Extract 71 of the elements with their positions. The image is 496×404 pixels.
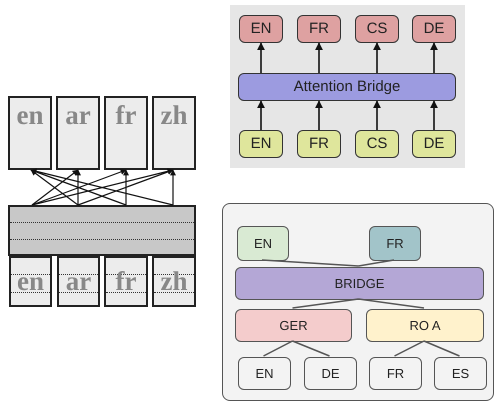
node-label: RO A [409, 316, 441, 335]
node-label: DE [424, 134, 444, 154]
node-label: zh [160, 268, 188, 295]
connector-line [262, 259, 359, 267]
language-box [56, 96, 100, 170]
node-label: EN [250, 18, 272, 39]
node-label: ar [65, 102, 91, 129]
language-box [369, 226, 421, 261]
arrow [430, 100, 438, 130]
bridge-box [238, 73, 456, 101]
node-label: DE [321, 364, 340, 383]
node-label: en [16, 102, 44, 129]
node-label: fr [116, 268, 136, 295]
language-box [104, 256, 148, 307]
node-label: DE [424, 18, 444, 39]
language-box [434, 357, 487, 390]
node-label: EN [255, 364, 274, 383]
node-label: zh [160, 102, 188, 129]
arrow [430, 42, 438, 73]
node-label: fr [116, 102, 136, 129]
arrow [373, 42, 381, 73]
language-box [297, 15, 341, 43]
node-label: FR [309, 134, 329, 154]
language-box [104, 96, 148, 170]
node-label: EN [250, 134, 272, 154]
arrow [315, 42, 323, 73]
language-box [57, 256, 100, 307]
language-box [412, 15, 456, 43]
language-box [9, 256, 52, 307]
node-label: CS [366, 18, 388, 39]
connector-line [394, 340, 424, 357]
language-box [304, 357, 357, 390]
node-label: EN [254, 234, 272, 253]
arrow [75, 169, 81, 205]
node-label: FR [386, 364, 404, 383]
language-box [355, 15, 399, 43]
language-box [238, 357, 291, 390]
connector-line [263, 340, 293, 357]
node-label: FR [386, 234, 404, 253]
language-box [412, 130, 456, 158]
node-label: Attention Bridge [294, 76, 400, 97]
node-label: CS [366, 134, 388, 154]
node-label: FR [309, 18, 329, 39]
arrow [315, 100, 323, 130]
node-label: ar [66, 268, 92, 295]
language-box [297, 130, 341, 158]
language-box [237, 226, 289, 261]
arrow [123, 169, 129, 205]
panel-background [222, 203, 494, 401]
language-box [152, 96, 196, 170]
language-box [8, 96, 52, 170]
node-label: en [17, 268, 44, 295]
language-box [235, 309, 352, 342]
language-box [239, 130, 283, 158]
panel-background [230, 5, 465, 168]
arrow [257, 42, 265, 73]
node-label: ES [452, 364, 470, 383]
arrow [170, 169, 176, 205]
language-box [239, 15, 283, 43]
language-box [152, 256, 196, 307]
node-label: GER [279, 316, 308, 335]
language-box [369, 357, 422, 390]
arrow [373, 100, 381, 130]
arrow [257, 100, 265, 130]
bridge-box [235, 267, 484, 300]
bridge-layer [8, 205, 196, 256]
language-box [355, 130, 399, 158]
connector-line [358, 259, 394, 267]
language-box [366, 309, 484, 342]
arrow [78, 169, 174, 206]
node-label: BRIDGE [334, 274, 384, 293]
